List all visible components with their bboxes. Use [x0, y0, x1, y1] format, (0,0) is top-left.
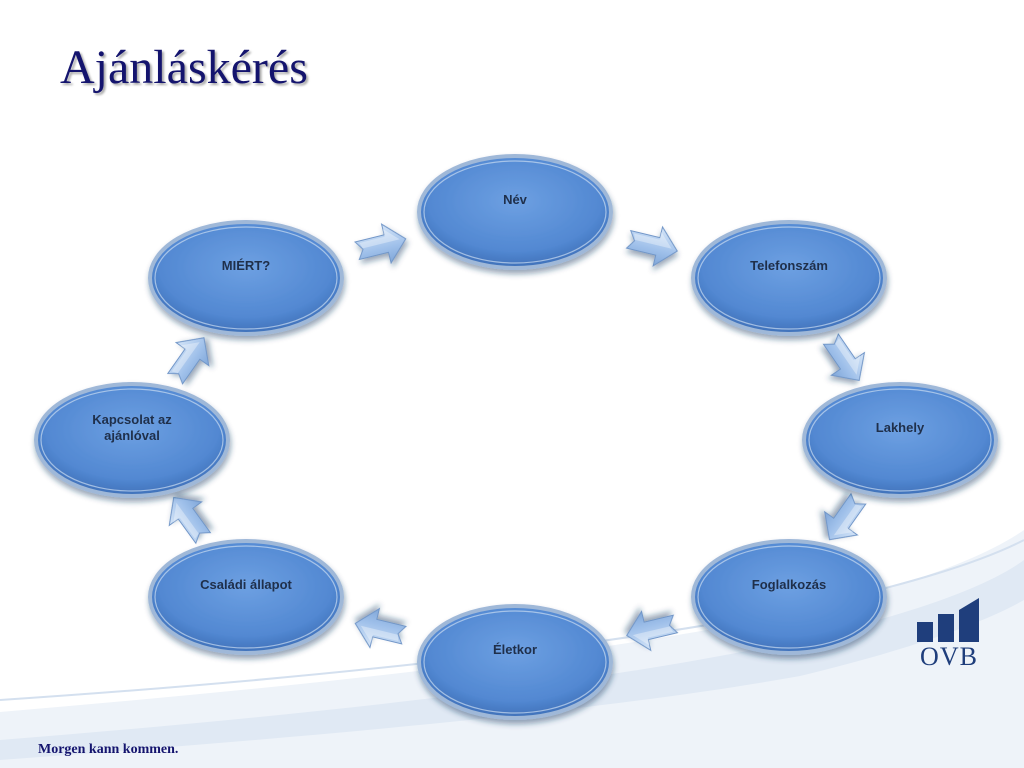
arrow-body [354, 223, 407, 265]
cycle-node-highlight [154, 545, 338, 649]
chevron-arrow-icon [354, 607, 407, 649]
chevron-arrow-icon [822, 333, 866, 382]
cycle-node: Családi állapot [148, 539, 344, 655]
cycle-node-label: Név [503, 192, 528, 207]
arrows-layer [166, 223, 867, 652]
arrow-highlight [173, 502, 199, 539]
cycle-node: Név [417, 154, 613, 270]
cycle-node-highlight [40, 388, 224, 492]
cycle-node-ellipse [148, 220, 344, 336]
cycle-node-label: Foglalkozás [752, 577, 826, 592]
cycle-node-highlight [697, 226, 881, 330]
ovb-logo: OVB [912, 598, 984, 678]
arrow-highlight [835, 338, 861, 375]
chevron-arrow-icon [168, 496, 212, 545]
cycle-node-ellipse [691, 220, 887, 336]
cycle-node-ellipse [417, 604, 613, 720]
arrow-highlight [833, 504, 862, 536]
arrow-body [822, 333, 866, 382]
cycle-node: Foglalkozás [691, 539, 887, 655]
cycle-node-ellipse [34, 382, 230, 498]
cycle-node-label: Családi állapot [200, 577, 292, 592]
footer-slogan: Morgen kann kommen. [38, 742, 179, 757]
arrow-body [824, 492, 867, 541]
cycle-node-label: ajánlóval [104, 428, 160, 443]
cycle-node-highlight [154, 226, 338, 330]
cycle-node-label: Életkor [493, 642, 537, 657]
chevron-arrow-icon [626, 610, 679, 652]
cycle-node: Telefonszám [691, 220, 887, 336]
arrow-highlight [634, 231, 672, 249]
slide-title: Ajánláskérés [60, 41, 308, 94]
cycle-node: Lakhely [802, 382, 998, 498]
chevron-arrow-icon [625, 225, 678, 267]
arrow-body [354, 607, 407, 649]
cycle-node-highlight [423, 610, 607, 714]
cycle-node-highlight [697, 545, 881, 649]
arrow-highlight [171, 342, 200, 374]
cycle-node-ellipse [148, 539, 344, 655]
cycle-node-ellipse [417, 154, 613, 270]
cycle-node-label: MIÉRT? [222, 258, 270, 273]
arrow-highlight [632, 626, 674, 646]
ovb-logo-text: OVB [920, 642, 978, 671]
chevron-arrow-icon [354, 223, 407, 265]
arrow-body [625, 225, 678, 267]
chevron-arrow-icon [166, 337, 210, 385]
cycle-node-highlight [808, 388, 992, 492]
chevron-arrow-icon [824, 492, 867, 541]
arrow-body [168, 496, 212, 545]
cycle-node-ellipse [802, 382, 998, 498]
cycle-node-highlight [423, 160, 607, 264]
arrow-body [166, 337, 210, 385]
cycle-node-ellipse [691, 539, 887, 655]
arrow-body [626, 610, 679, 652]
cycle-node-label: Lakhely [876, 420, 925, 435]
cycle-node: Életkor [417, 604, 613, 720]
cycle-node: MIÉRT? [148, 220, 344, 336]
cycle-node-label: Telefonszám [750, 258, 828, 273]
cycle-node-label: Kapcsolat az [92, 412, 172, 427]
arrow-highlight [360, 625, 399, 643]
ovb-bar-logo-icon [917, 598, 979, 642]
arrow-highlight [359, 229, 400, 249]
